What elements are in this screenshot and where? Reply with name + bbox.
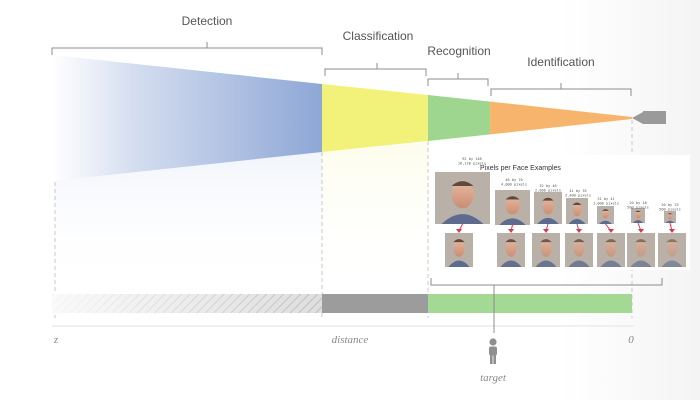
examples-bracket <box>430 278 663 333</box>
resolution-pixels-label: 16,128 pixels <box>458 162 486 166</box>
arrow-head-icon <box>638 229 644 233</box>
target-label: target <box>480 372 507 384</box>
face-upscaled-3 <box>532 233 560 267</box>
face-example-7 <box>664 211 676 223</box>
arrow-head-icon <box>608 229 614 233</box>
recognition-bracket <box>427 73 489 86</box>
arrow-head-icon <box>576 229 582 233</box>
classification-range-bar <box>322 294 428 313</box>
detection-label: Detection <box>182 14 233 28</box>
resolution-size-label: 46 by 70 <box>505 178 522 182</box>
identification-bracket <box>490 83 632 96</box>
recognition-segment <box>428 95 489 141</box>
resolution-size-label: 92 by 148 <box>462 157 481 161</box>
resolution-pixels-label: 4,000 pixels <box>501 183 527 187</box>
camera-lens-icon <box>632 112 643 124</box>
axis-distance-label: distance <box>332 334 369 346</box>
face-upscaled-2 <box>497 233 525 267</box>
resolution-pixels-label: 2,400 pixels <box>565 194 591 198</box>
axis-zero-label: 0 <box>628 334 634 346</box>
face-upscaled-5 <box>597 233 625 267</box>
face-example-1 <box>435 172 490 224</box>
resolution-size-label: 20 by 18 <box>629 201 646 205</box>
arrow-head-icon <box>543 229 549 233</box>
resolution-size-label: 20 by 25 <box>661 203 678 207</box>
resolution-size-label: 41 by 35 <box>569 189 586 193</box>
camera-body-icon <box>643 111 666 124</box>
arrow-head-icon <box>456 229 462 233</box>
beam-reflection <box>55 152 322 290</box>
classification-bracket <box>324 63 427 76</box>
panel-title: Pixels per Face Examples <box>480 165 561 172</box>
identification-label: Identification <box>527 55 594 69</box>
resolution-pixels-label: 2,000 pixels <box>535 189 561 193</box>
face-example-6 <box>631 208 645 223</box>
face-example-5 <box>597 206 614 224</box>
recognition-range-bar <box>428 294 632 313</box>
face-upscaled-7 <box>658 233 686 267</box>
target-person-icon <box>489 338 497 364</box>
recognition-label: Recognition <box>427 44 490 58</box>
classification-label: Classification <box>343 29 414 43</box>
resolution-size-label: 32 by 46 <box>539 184 556 188</box>
resolution-pixels-label: 1,000 pixels <box>593 202 619 206</box>
face-upscaled-1 <box>445 233 473 267</box>
resolution-size-label: 31 by 41 <box>597 197 614 201</box>
pixels-per-face-panel: Pixels per Face Examples 92 by 14816,128… <box>431 155 690 270</box>
axis-far-label: z <box>53 334 59 346</box>
arrow-head-icon <box>508 229 514 233</box>
face-upscaled-6 <box>627 233 655 267</box>
resolution-pixels-label: 500 pixels <box>627 206 649 210</box>
arrow-head-icon <box>669 229 675 233</box>
detection-bracket <box>51 42 323 55</box>
face-example-3 <box>534 192 562 224</box>
detection-segment <box>52 55 322 181</box>
identification-segment <box>489 101 632 135</box>
face-upscaled-4 <box>565 233 593 267</box>
resolution-pixels-label: 500 pixels <box>659 208 681 212</box>
beam-reflection-yellow <box>322 143 428 290</box>
face-example-4 <box>566 198 588 224</box>
face-example-2 <box>495 190 530 225</box>
classification-segment <box>322 84 428 152</box>
detection-range-bar-fade <box>52 294 322 313</box>
